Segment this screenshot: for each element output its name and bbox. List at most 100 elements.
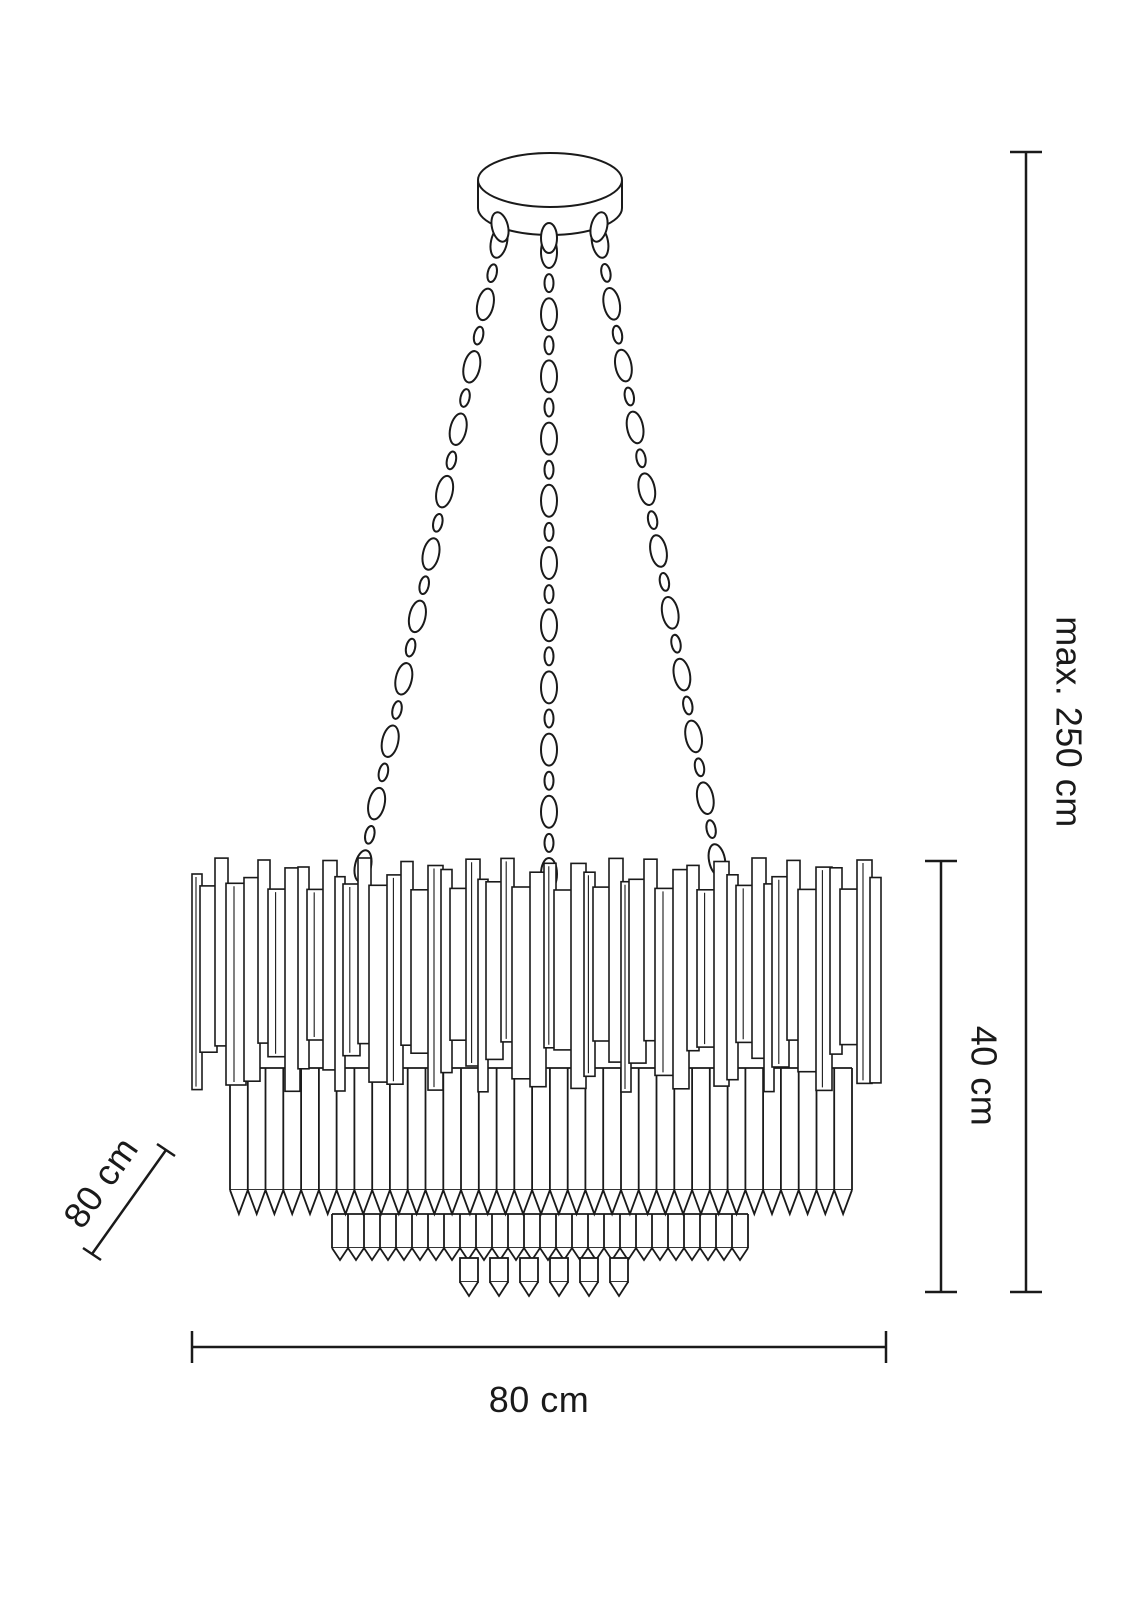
chain-link	[540, 483, 558, 518]
dimension-label-fixture-height: 40 cm	[963, 1026, 1004, 1127]
chain-link	[625, 410, 645, 445]
chain-link	[540, 546, 558, 580]
chain-link	[407, 599, 427, 634]
chain-link	[543, 521, 555, 542]
chain-link	[543, 584, 555, 605]
chain-link	[418, 575, 430, 596]
tier4-prism-body	[519, 1257, 539, 1283]
canopy-loop-left	[490, 211, 510, 243]
chain-link	[611, 324, 624, 345]
tier4-prism-point	[549, 1281, 569, 1298]
canopy-loop-center	[540, 222, 558, 254]
chain-link	[658, 572, 671, 592]
crystal-bar	[368, 884, 390, 1083]
crystal-bar	[511, 886, 533, 1080]
chain-link	[540, 794, 558, 829]
canopy-loop-right	[589, 211, 609, 243]
chain-link	[404, 637, 417, 658]
chain-link	[432, 512, 444, 533]
tier3-prism-points	[331, 1246, 749, 1262]
chain-link	[682, 695, 694, 716]
chain-link	[670, 633, 682, 654]
crystal-bar	[869, 876, 882, 1084]
chain-link	[486, 263, 498, 284]
chain-link	[646, 510, 659, 530]
crystal-bar	[839, 888, 860, 1046]
chain-link	[543, 273, 555, 294]
tier4-prism-point	[489, 1281, 509, 1298]
chain-link	[637, 472, 657, 506]
crystal-top-tier	[191, 857, 882, 1093]
tier4-prism-body	[579, 1257, 599, 1283]
chain-link	[540, 608, 558, 643]
dimension-tick	[156, 1142, 176, 1158]
chain-link	[543, 708, 555, 729]
crystal-bar	[267, 888, 288, 1058]
tier4-prism-point	[459, 1281, 479, 1298]
chain-link	[543, 770, 555, 791]
chain-link	[649, 534, 668, 568]
chain-link	[613, 348, 633, 383]
chain-link	[635, 448, 647, 469]
chains	[353, 225, 727, 891]
tier4-prism-point	[609, 1281, 629, 1298]
chain-link	[695, 781, 715, 815]
chain-link	[462, 350, 482, 384]
chain-link	[364, 824, 376, 845]
chain-link	[448, 412, 468, 446]
chain-link	[394, 662, 414, 696]
chain-link	[459, 388, 471, 408]
dimension-label-max-height: max. 250 cm	[1048, 616, 1089, 828]
chain-link	[380, 724, 400, 758]
dimension-label-depth: 80 cm	[55, 1129, 146, 1235]
chain-link	[602, 287, 622, 321]
crystal-bar	[797, 888, 819, 1073]
chain-link	[367, 786, 387, 821]
ceiling-canopy	[477, 152, 623, 254]
chain-link	[377, 762, 390, 783]
dimension-label-width: 80 cm	[489, 1379, 590, 1420]
chain-link	[472, 325, 485, 346]
chain-link	[600, 263, 612, 283]
crystal-bar	[654, 887, 676, 1077]
chain-link	[435, 474, 455, 509]
chain-link	[543, 646, 555, 667]
canopy-top	[477, 152, 623, 208]
crystal-bar	[410, 888, 431, 1054]
chain-link	[445, 450, 458, 471]
chain-link	[540, 421, 558, 456]
chain-link	[705, 819, 717, 839]
tier2-prism-points	[229, 1187, 853, 1217]
dimension-width: 80 cm	[190, 1331, 888, 1420]
chain-link	[623, 386, 636, 407]
chain-link	[421, 537, 441, 571]
chain-link	[684, 719, 704, 754]
chain-link	[540, 670, 558, 705]
chain-link	[660, 596, 680, 630]
crystal-lower-tiers	[229, 1067, 853, 1298]
tier4-prism-body	[609, 1257, 629, 1283]
chain-link	[543, 459, 555, 480]
chain-link	[543, 832, 555, 853]
tier4-prism-point	[519, 1281, 539, 1298]
dimension-depth: 80 cm	[55, 1129, 176, 1262]
dimension-fixture-height: 40 cm	[925, 859, 1004, 1294]
chain-link	[391, 700, 403, 720]
crystal-bar	[696, 888, 717, 1048]
dimension-tick	[82, 1246, 102, 1262]
crystal-bar	[553, 889, 574, 1051]
tier4-prism-point	[579, 1281, 599, 1298]
chain-link	[543, 335, 555, 356]
chain-link	[540, 732, 558, 767]
chain-link	[475, 287, 495, 322]
tier4-prism-body	[459, 1257, 479, 1283]
chain-link	[540, 359, 558, 394]
tier4-prism-body	[489, 1257, 509, 1283]
chain-link	[693, 757, 706, 778]
chain-link	[543, 397, 555, 418]
chain-link	[672, 657, 692, 692]
dimension-line-depth	[90, 1149, 168, 1255]
crystal-bar	[225, 882, 247, 1086]
